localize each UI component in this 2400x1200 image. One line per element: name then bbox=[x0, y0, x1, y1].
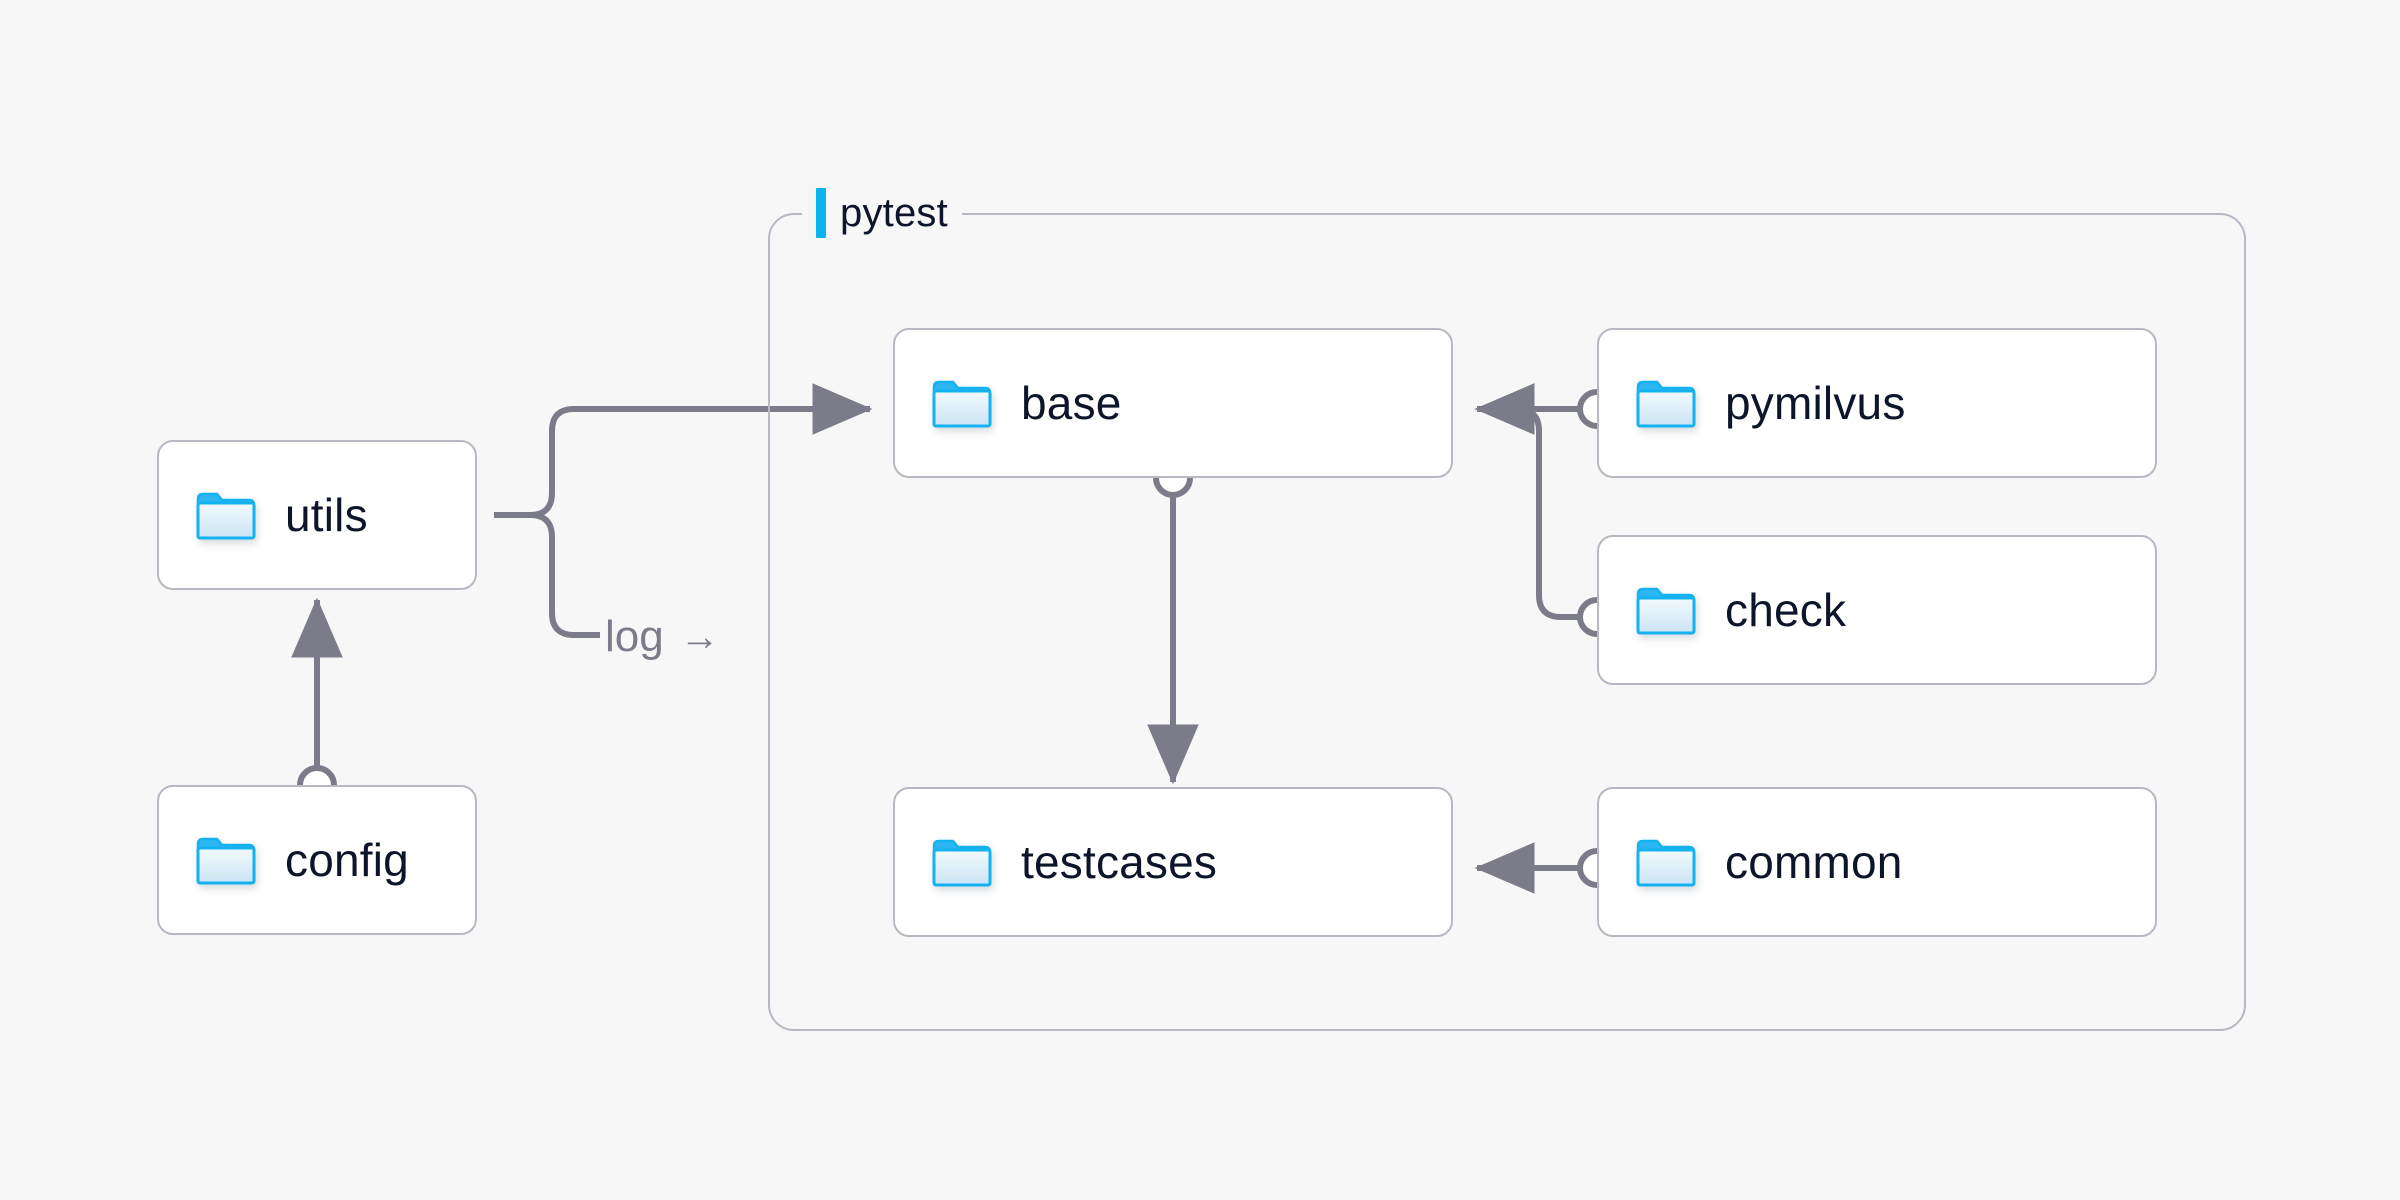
folder-icon bbox=[931, 836, 993, 888]
node-label: testcases bbox=[1021, 836, 1218, 888]
edge-label-log-label: log → bbox=[605, 612, 720, 662]
group-label-pytest: pytest bbox=[802, 185, 962, 241]
node-base[interactable]: base bbox=[893, 328, 1453, 478]
folder-icon bbox=[195, 489, 257, 541]
node-config[interactable]: config bbox=[157, 785, 477, 935]
node-check[interactable]: check bbox=[1597, 535, 2157, 685]
node-testcases[interactable]: testcases bbox=[893, 787, 1453, 937]
node-pymilvus[interactable]: pymilvus bbox=[1597, 328, 2157, 478]
folder-icon bbox=[1635, 584, 1697, 636]
edge-config-to-utils bbox=[291, 597, 343, 805]
node-label: base bbox=[1021, 377, 1122, 429]
folder-icon bbox=[931, 377, 993, 429]
node-label: common bbox=[1725, 836, 1903, 888]
edge-label-text: log bbox=[605, 612, 664, 661]
node-common[interactable]: common bbox=[1597, 787, 2157, 937]
folder-icon bbox=[1635, 377, 1697, 429]
node-label: config bbox=[285, 834, 409, 886]
node-utils[interactable]: utils bbox=[157, 440, 477, 590]
group-title: pytest bbox=[840, 190, 948, 235]
arrow-right-icon: → bbox=[679, 615, 720, 659]
edge-utils-to-log bbox=[529, 512, 600, 638]
node-label: pymilvus bbox=[1725, 377, 1906, 429]
accent-bar-icon bbox=[816, 188, 826, 238]
folder-icon bbox=[195, 834, 257, 886]
node-label: check bbox=[1725, 584, 1847, 636]
node-label: utils bbox=[285, 489, 368, 541]
folder-icon bbox=[1635, 836, 1697, 888]
group-container-pytest bbox=[768, 213, 2246, 1031]
